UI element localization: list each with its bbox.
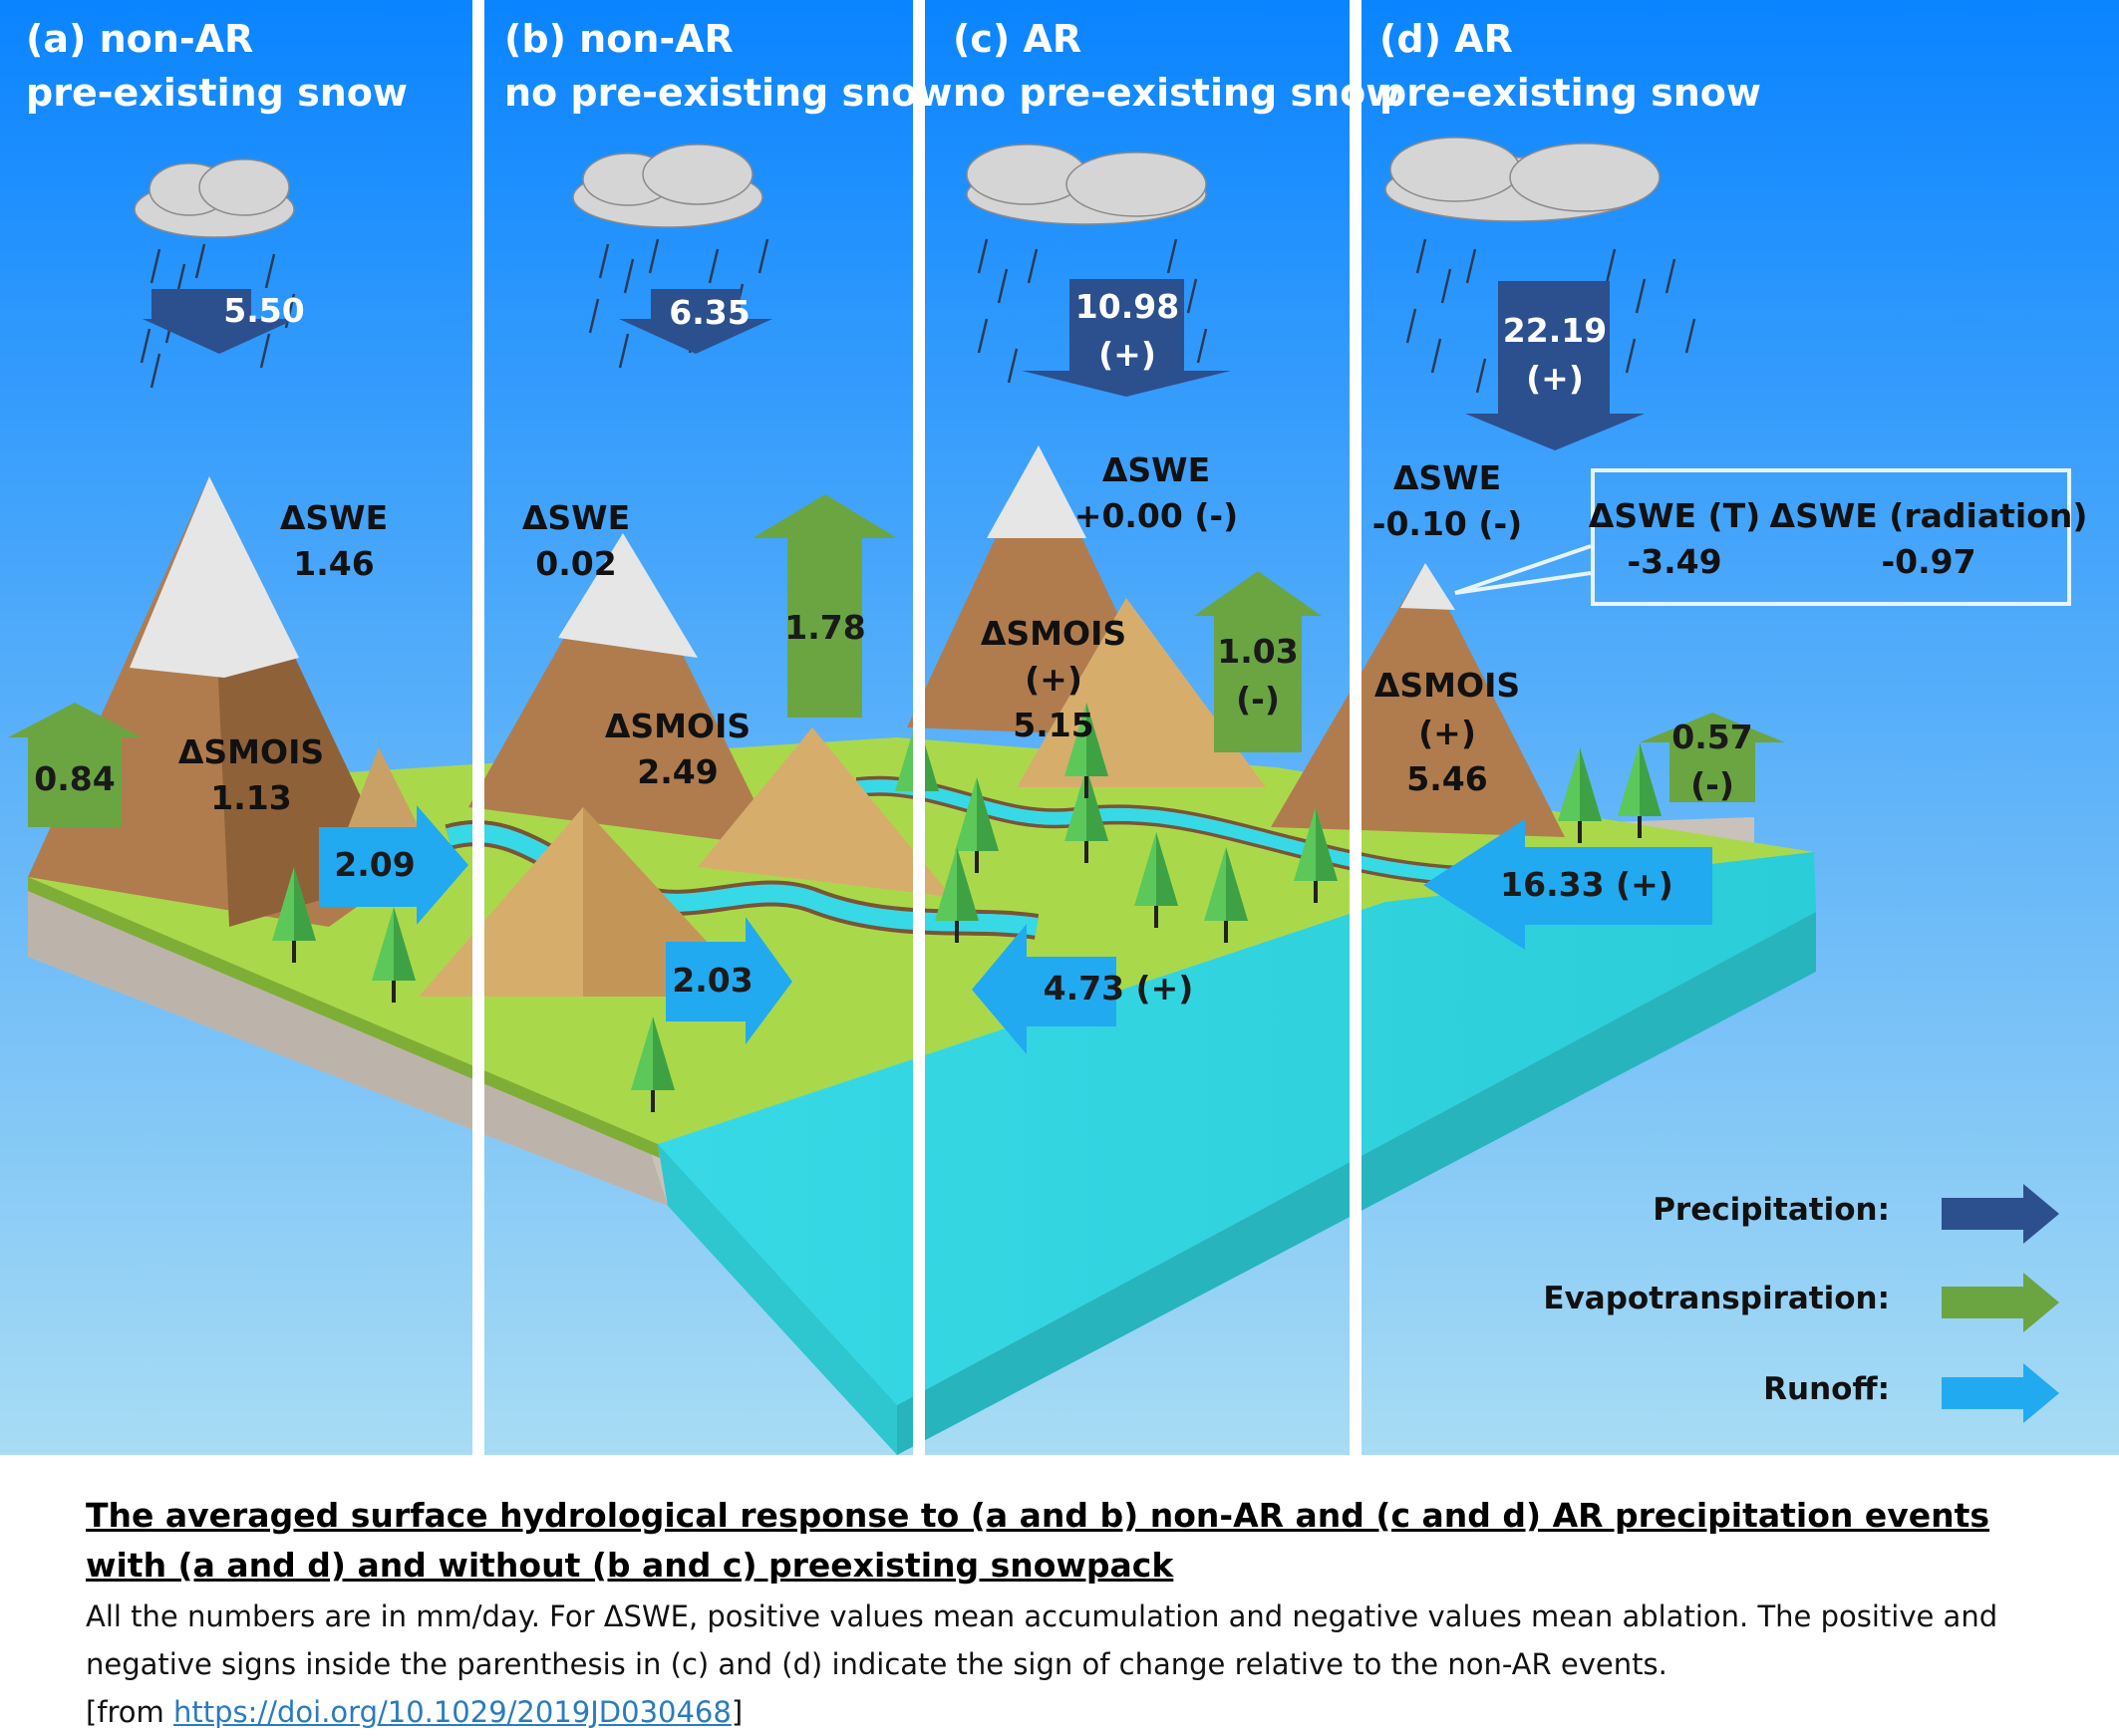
swe-breakdown-callout <box>1591 468 2071 606</box>
legend-evapotranspiration-label: Evapotranspiration: <box>1543 1281 1890 1316</box>
smois-label-a: ΔSMOIS <box>177 732 325 771</box>
evapotranspiration-value-c: 1.03 <box>1217 632 1299 671</box>
panel-a-title: (a) non-AR pre-existing snow <box>26 17 408 115</box>
cloud-icon <box>1384 137 1661 222</box>
smois-sign-d: (+) <box>1418 714 1476 752</box>
smois-value-d: 5.46 <box>1406 759 1488 798</box>
cloud-icon <box>572 144 763 228</box>
swe-t-label: ΔSWE (T) <box>1588 496 1761 535</box>
smois-value-c: 5.15 <box>1013 706 1094 744</box>
callout-pointer <box>1454 544 1592 595</box>
legend-precipitation-arrow-icon <box>1942 1184 2059 1244</box>
evapotranspiration-arrow-d <box>1640 713 1785 802</box>
panel-d-title: (d) AR pre-existing snow <box>1379 17 1761 115</box>
evapotranspiration-sign-c: (-) <box>1236 680 1280 719</box>
runoff-arrow-a <box>319 805 468 925</box>
caption-source: [from https://doi.org/10.1029/2019JD0304… <box>86 1695 744 1729</box>
precipitation-value-b: 6.35 <box>669 293 751 332</box>
precipitation-sign-c: (+) <box>1098 335 1156 374</box>
runoff-value-d: 16.33 (+) <box>1500 865 1673 904</box>
smois-sign-c: (+) <box>1025 660 1082 699</box>
swe-radiation-value: -0.97 <box>1881 542 1976 581</box>
smois-label-b: ΔSMOIS <box>604 707 752 745</box>
precipitation-arrow-a <box>143 289 296 354</box>
precipitation-sign-d: (+) <box>1526 359 1584 398</box>
caption-title: The averaged surface hydrological respon… <box>86 1496 1990 1585</box>
panel-b-title: (b) non-AR no pre-existing snow <box>504 17 953 115</box>
caption-body: All the numbers are in mm/day. For ΔSWE,… <box>86 1599 1998 1681</box>
precipitation-arrow-d <box>1465 281 1645 450</box>
runoff-value-c: 4.73 (+) <box>1043 969 1194 1008</box>
swe-value-a: 1.46 <box>293 544 375 583</box>
precipitation-value-a: 5.50 <box>223 291 305 330</box>
figure-caption: The averaged surface hydrological respon… <box>86 1491 2039 1736</box>
precipitation-value-c: 10.98 <box>1074 287 1180 326</box>
cloud-icon <box>134 158 295 238</box>
legend-runoff-label: Runoff: <box>1763 1371 1890 1407</box>
legend-runoff-arrow-icon <box>1942 1363 2059 1423</box>
swe-t-value: -3.49 <box>1627 542 1722 581</box>
evapotranspiration-arrow-b <box>753 494 897 718</box>
cloud-icon <box>966 144 1207 225</box>
swe-value-d: -0.10 (-) <box>1371 504 1523 543</box>
swe-radiation-label: ΔSWE (radiation) <box>1769 496 2088 535</box>
swe-label-c: ΔSWE <box>1101 450 1211 489</box>
smois-label-c: ΔSMOIS <box>980 614 1127 653</box>
runoff-arrow-c <box>972 924 1116 1054</box>
legend-evapotranspiration-arrow-icon <box>1942 1273 2059 1332</box>
swe-label-d: ΔSWE <box>1392 458 1502 497</box>
legend-precipitation-label: Precipitation: <box>1653 1192 1890 1228</box>
smois-label-d: ΔSMOIS <box>1373 666 1521 705</box>
evapotranspiration-arrow-a <box>8 703 142 827</box>
smois-value-a: 1.13 <box>210 778 292 817</box>
swe-value-b: 0.02 <box>535 544 617 583</box>
runoff-value-b: 2.03 <box>672 961 754 1000</box>
swe-label-b: ΔSWE <box>521 498 631 537</box>
evapotranspiration-value-d: 0.57 <box>1671 718 1753 756</box>
runoff-arrow-b <box>666 917 792 1044</box>
smois-value-b: 2.49 <box>637 752 719 791</box>
hydrology-diagram: (a) non-AR pre-existing snow (b) non-AR … <box>0 0 2119 1455</box>
doi-link[interactable]: https://doi.org/10.1029/2019JD030468 <box>173 1695 732 1729</box>
evapotranspiration-value-b: 1.78 <box>784 608 866 647</box>
evapotranspiration-value-a: 0.84 <box>34 759 116 798</box>
precipitation-arrow-c <box>1022 279 1231 397</box>
evapotranspiration-sign-d: (-) <box>1690 765 1734 804</box>
precipitation-value-d: 22.19 <box>1502 311 1608 350</box>
panel-c-title: (c) AR no pre-existing snow <box>953 17 1401 115</box>
evapotranspiration-arrow-c <box>1194 571 1322 752</box>
runoff-value-a: 2.09 <box>334 845 416 884</box>
swe-value-c: +0.00 (-) <box>1073 496 1239 535</box>
swe-label-a: ΔSWE <box>279 498 389 537</box>
runoff-arrow-d <box>1423 819 1712 950</box>
precipitation-arrow-b <box>619 289 772 354</box>
